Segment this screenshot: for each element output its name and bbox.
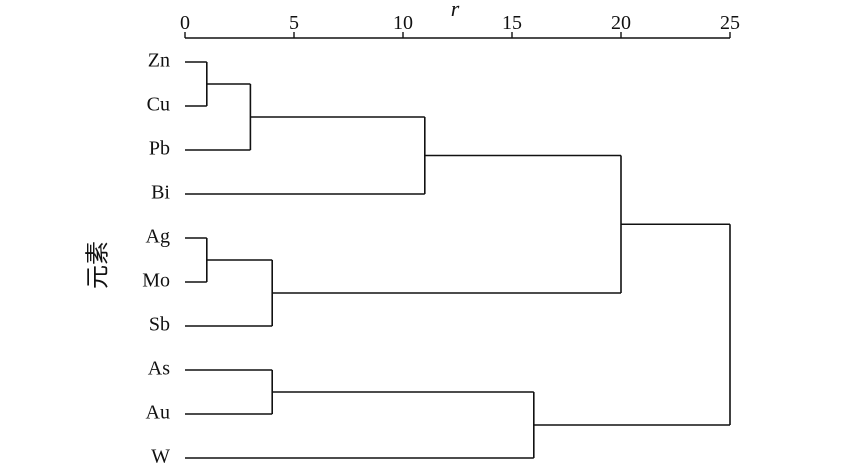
x-tick-label: 5 [289, 12, 299, 34]
x-tick-label: 0 [180, 12, 190, 34]
x-tick-label: 25 [720, 12, 740, 34]
leaf-label: Ag [146, 226, 170, 248]
y-axis-title: 元素 [85, 241, 112, 289]
leaf-label: Bi [151, 182, 170, 204]
leaf-label: Pb [149, 138, 170, 160]
leaf-label: Zn [148, 50, 170, 72]
leaf-label: As [148, 358, 170, 380]
dendrogram-links [185, 61, 731, 459]
leaf-label: W [151, 446, 170, 468]
leaf-label: Sb [149, 314, 170, 336]
x-axis-title: r [451, 0, 460, 21]
x-axis: 0 5 10 15 20 25 [180, 12, 740, 39]
x-tick-label: 10 [393, 12, 413, 34]
leaf-label: Au [146, 402, 170, 424]
x-tick-label: 20 [611, 12, 631, 34]
leaf-label: Mo [142, 270, 170, 292]
x-tick-label: 15 [502, 12, 522, 34]
leaf-label: Cu [147, 94, 170, 116]
